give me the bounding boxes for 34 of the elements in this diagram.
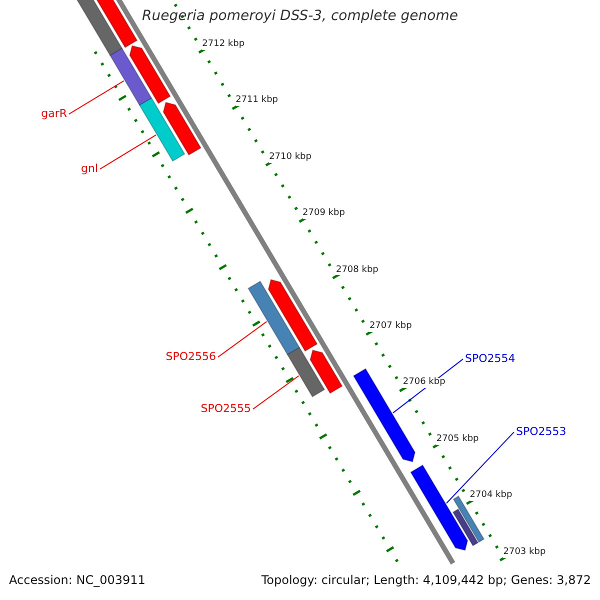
- gene-label: garR: [41, 108, 67, 120]
- gene-bar: [109, 48, 152, 106]
- scale-label: 2706 kbp: [402, 378, 446, 388]
- scale-label: 2708 kbp: [336, 266, 378, 276]
- gene-bar: [162, 102, 202, 156]
- gene-bar: [286, 346, 326, 398]
- scale-label: 2707 kbp: [369, 322, 412, 332]
- leader-line: [100, 134, 157, 170]
- scale-label: 2709 kbp: [302, 209, 345, 220]
- gene-bar: [138, 97, 186, 162]
- gene-bar: [310, 350, 343, 394]
- gene-bar: [268, 278, 318, 352]
- leader-line: [446, 432, 514, 504]
- map-title: Ruegeria pomeroyi DSS-3, complete genome: [141, 9, 459, 24]
- leader-line: [68, 80, 124, 115]
- scale-label: 2712 kbp: [202, 40, 245, 50]
- gene-label: SPO2555: [200, 403, 251, 416]
- scale-label: 2711 kbp: [236, 96, 278, 106]
- gene-bar: [410, 464, 468, 551]
- leader-line: [252, 375, 300, 410]
- gene-label: SPO2556: [166, 351, 216, 364]
- gene-label: SPO2554: [465, 353, 516, 366]
- leader-line: [218, 321, 268, 358]
- gene-label: gnl: [80, 163, 98, 176]
- scale-label: 2705 kbp: [436, 434, 479, 445]
- accession-text: Accession: NC_003911: [9, 574, 146, 588]
- scale-label: 2703 kbp: [503, 548, 546, 558]
- gene-bar: [248, 280, 300, 356]
- gene-bar: [129, 45, 171, 104]
- scale-label: 2710 kbp: [269, 152, 312, 163]
- gene-bar: [452, 508, 479, 546]
- gene-label: SPO2553: [516, 426, 566, 438]
- scale-label: 2704 kbp: [470, 491, 512, 502]
- summary-text: Topology: circular; Length: 4,109,442 bp; Genes: 3,872: [261, 574, 591, 588]
